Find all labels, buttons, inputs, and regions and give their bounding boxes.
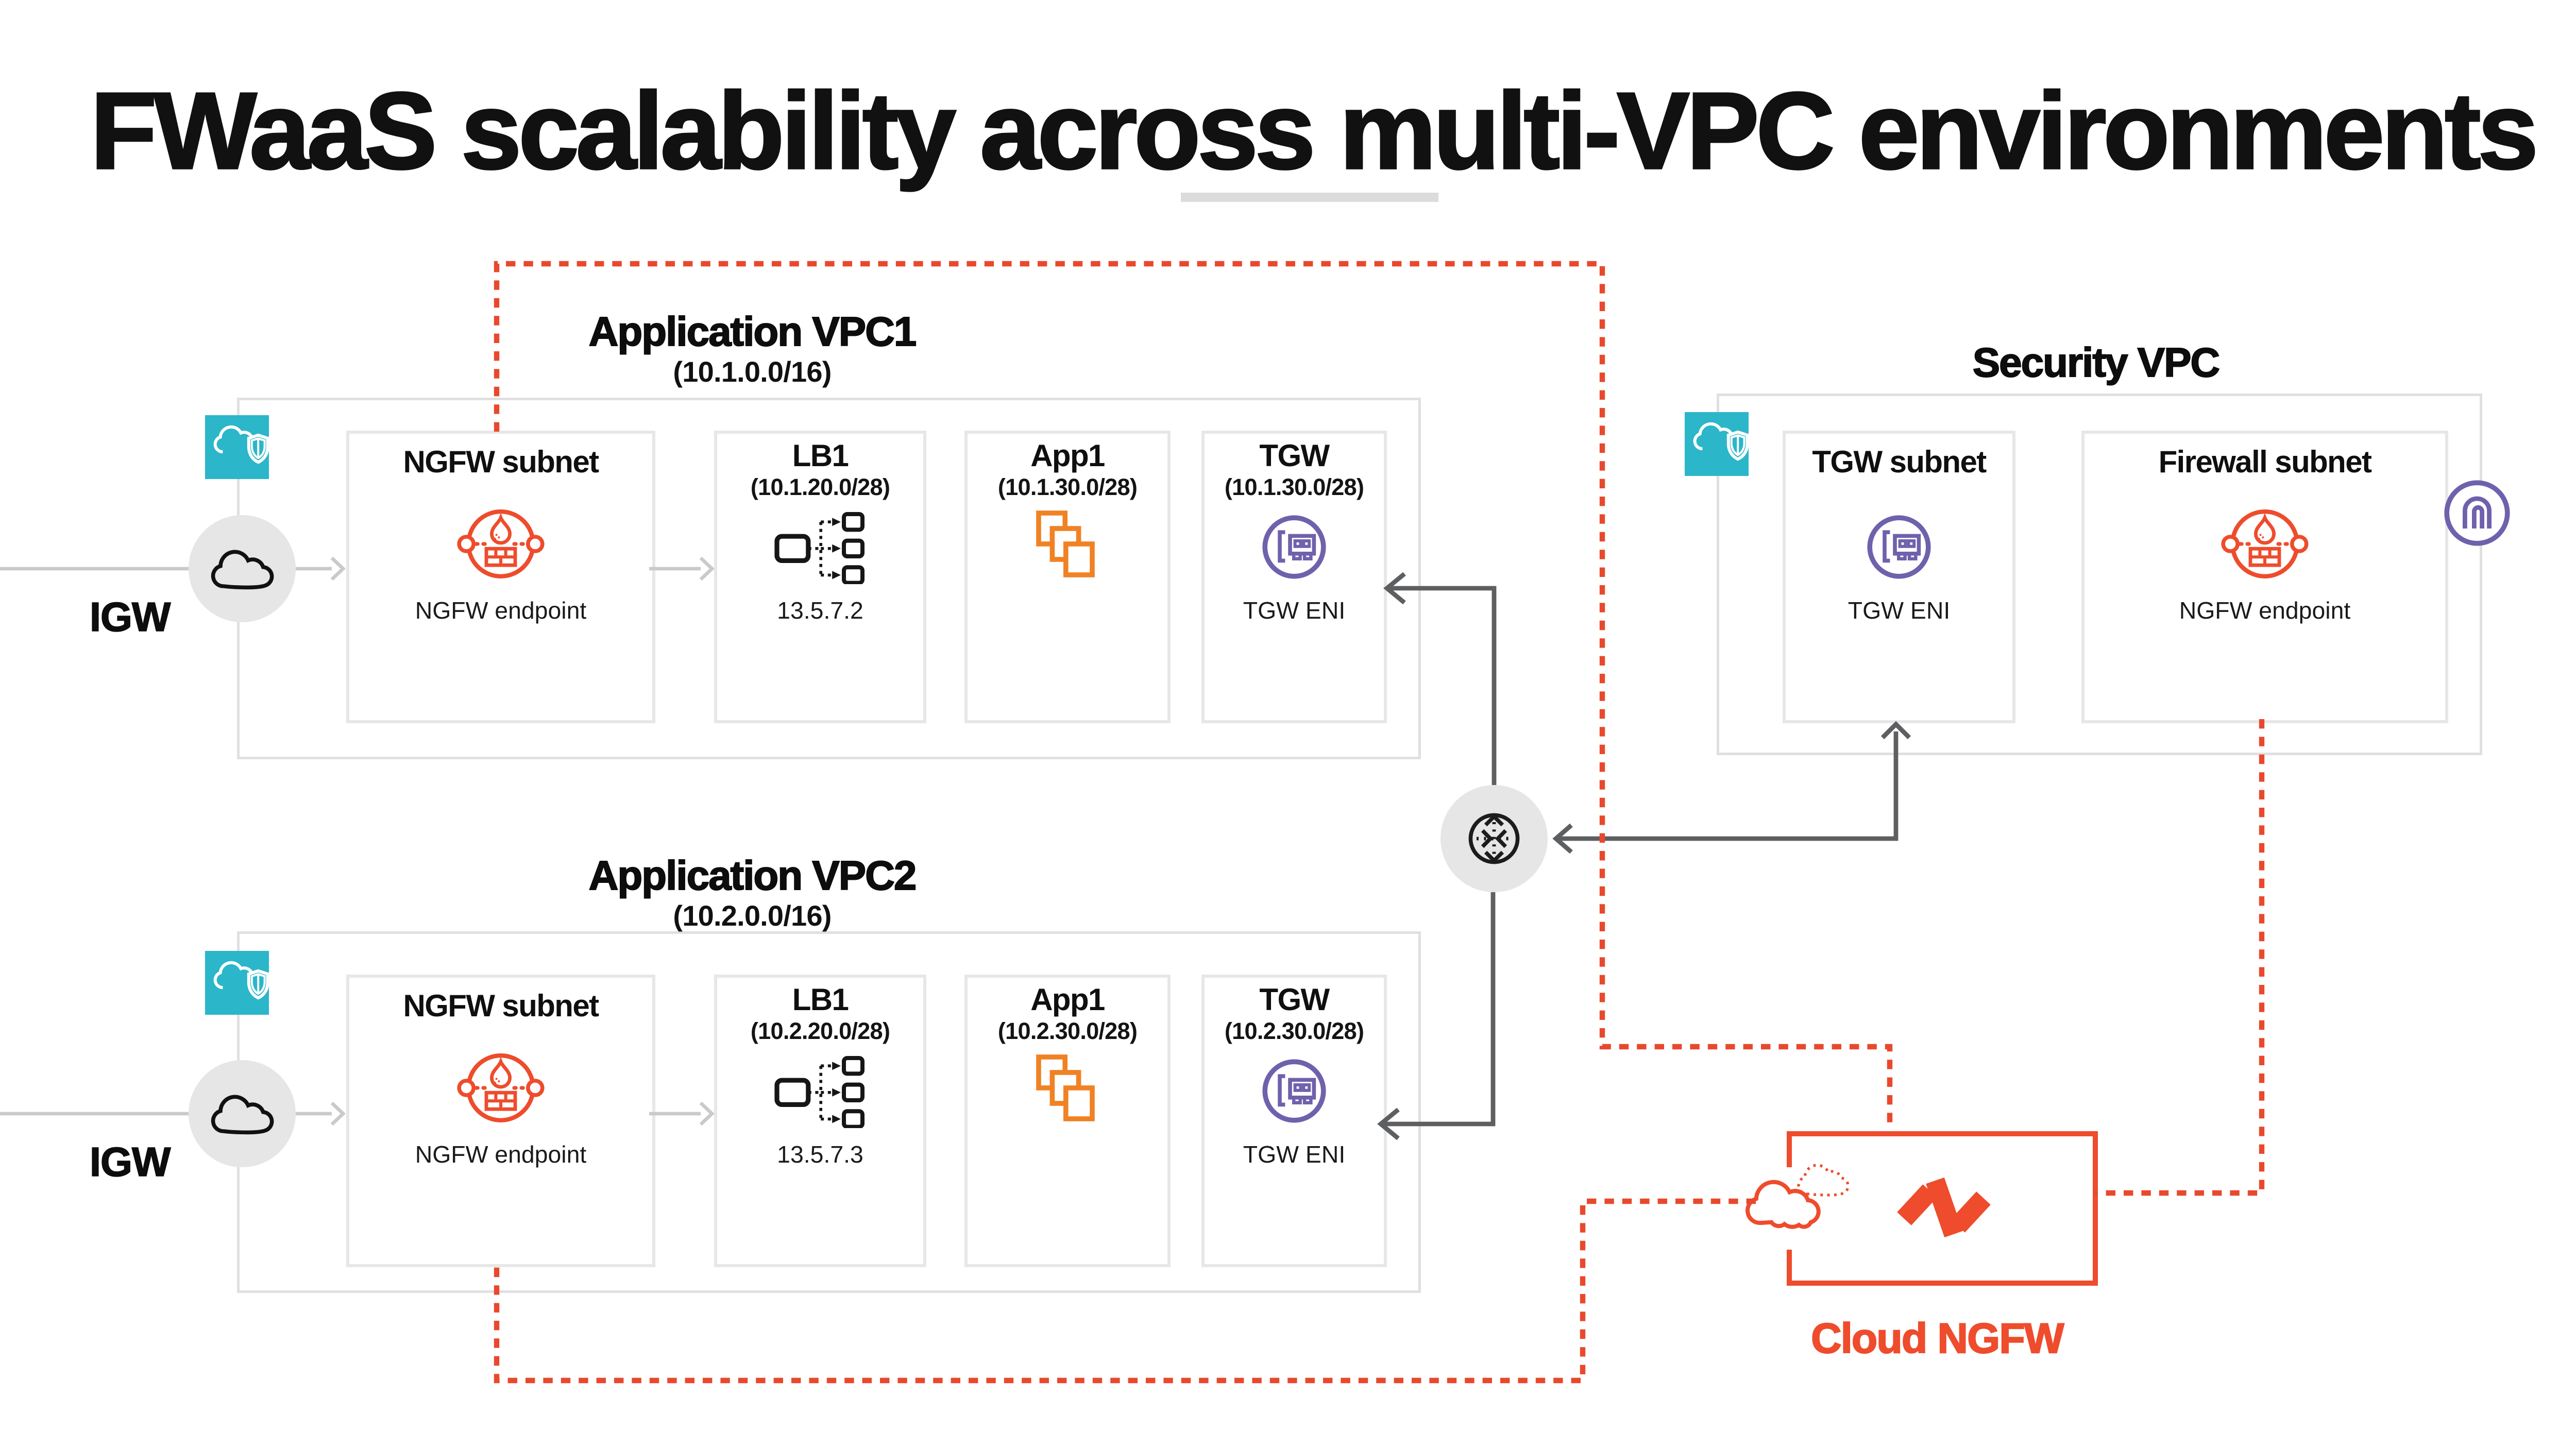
security-tgw-subnet-box: TGW subnet TGW ENI — [1783, 431, 2015, 723]
box-label: NGFW endpoint — [415, 597, 587, 624]
security-firewall-subnet-box: Firewall subnet NGFW endpoint — [2081, 431, 2448, 723]
security-vpc-header: Security VPC — [1787, 339, 2405, 386]
box-label: 13.5.7.2 — [777, 597, 863, 624]
vpc2-ngfw-subnet-box: NGFW subnet NGFW endpoint — [346, 975, 655, 1267]
vpc2-title: Application VPC2 — [588, 853, 918, 899]
eni-card-icon — [1262, 515, 1326, 579]
cloud-sketch-icon — [1745, 1164, 1850, 1229]
eni-card-icon — [1867, 515, 1931, 579]
load-balancer-icon — [774, 1056, 865, 1128]
box-label: NGFW endpoint — [415, 1141, 587, 1168]
ngfw-endpoint-icon — [457, 509, 545, 578]
box-title: NGFW subnet — [403, 988, 599, 1023]
load-balancer-icon — [774, 512, 865, 584]
box-cidr: (10.2.30.0/28) — [997, 1018, 1138, 1044]
vpc2-cidr: (10.2.0.0/16) — [673, 899, 832, 932]
box-label: TGW ENI — [1243, 1141, 1346, 1168]
cloud-ngfw-label: Cloud NGFW — [1810, 1315, 2065, 1362]
page-title: FWaaS scalability across multi-VPC envir… — [89, 69, 2539, 193]
box-cidr: (10.1.30.0/28) — [997, 474, 1138, 500]
box-title: LB1 — [792, 438, 849, 473]
box-cidr: (10.2.20.0/28) — [750, 1018, 890, 1044]
cloud-shield-icon — [205, 951, 269, 1015]
ngfw-endpoint-icon — [2221, 509, 2309, 578]
vpc1-ngfw-subnet-box: NGFW subnet NGFW endpoint — [346, 431, 655, 723]
cloud-ngfw-box — [1745, 1131, 2098, 1286]
box-cidr: (10.2.30.0/28) — [1224, 1018, 1364, 1044]
title-underline — [1181, 193, 1438, 202]
cloud-shield-icon — [1685, 412, 1749, 476]
box-title: LB1 — [792, 982, 849, 1017]
internet-cloud-icon — [211, 550, 274, 590]
box-label: TGW ENI — [1848, 597, 1951, 624]
vpc2-lb-box: LB1 (10.2.20.0/28) 13.5.7.3 — [714, 975, 926, 1267]
app-stack-icon — [1036, 1054, 1095, 1121]
security-vpc-title: Security VPC — [1972, 339, 2221, 386]
vpn-gateway-arch-icon — [2444, 480, 2510, 546]
eni-card-icon — [1262, 1059, 1326, 1123]
vpc1-title: Application VPC1 — [588, 309, 918, 355]
internet-cloud-icon — [211, 1095, 274, 1135]
box-label: 13.5.7.3 — [777, 1141, 863, 1168]
vpc1-igw-label: IGW — [89, 593, 171, 640]
vpc1-app-box: App1 (10.1.30.0/28) — [964, 431, 1171, 723]
vpc2-app-box: App1 (10.2.30.0/28) — [964, 975, 1171, 1267]
box-title: App1 — [1030, 982, 1105, 1017]
transit-gateway-node — [1440, 785, 1548, 892]
box-title: TGW — [1259, 982, 1330, 1017]
box-title: App1 — [1030, 438, 1105, 473]
box-cidr: (10.1.20.0/28) — [750, 474, 890, 500]
vpc1-cidr: (10.1.0.0/16) — [673, 355, 832, 388]
box-cidr: (10.1.30.0/28) — [1224, 474, 1364, 500]
vpc2-igw-label: IGW — [89, 1138, 171, 1185]
vpc2-igw-node — [189, 1060, 296, 1167]
vpc2-tgw-box: TGW (10.2.30.0/28) TGW ENI — [1201, 975, 1387, 1267]
box-label: NGFW endpoint — [2179, 597, 2351, 624]
pan-logo-icon — [1897, 1177, 1991, 1238]
vpc2-header: Application VPC2 (10.2.0.0/16) — [443, 853, 1061, 933]
transit-gateway-icon — [1468, 813, 1520, 864]
vpc1-lb-box: LB1 (10.1.20.0/28) 13.5.7.2 — [714, 431, 926, 723]
vpc1-tgw-box: TGW (10.1.30.0/28) TGW ENI — [1201, 431, 1387, 723]
box-label: TGW ENI — [1243, 597, 1346, 624]
app-stack-icon — [1036, 510, 1095, 577]
box-title: NGFW subnet — [403, 445, 599, 479]
box-title: Firewall subnet — [2158, 445, 2372, 479]
ngfw-endpoint-icon — [457, 1053, 545, 1122]
vpc1-header: Application VPC1 (10.1.0.0/16) — [443, 309, 1061, 389]
box-title: TGW subnet — [1812, 445, 1987, 479]
cloud-shield-icon — [205, 415, 269, 479]
box-title: TGW — [1259, 438, 1330, 473]
vpc1-igw-node — [189, 515, 296, 622]
